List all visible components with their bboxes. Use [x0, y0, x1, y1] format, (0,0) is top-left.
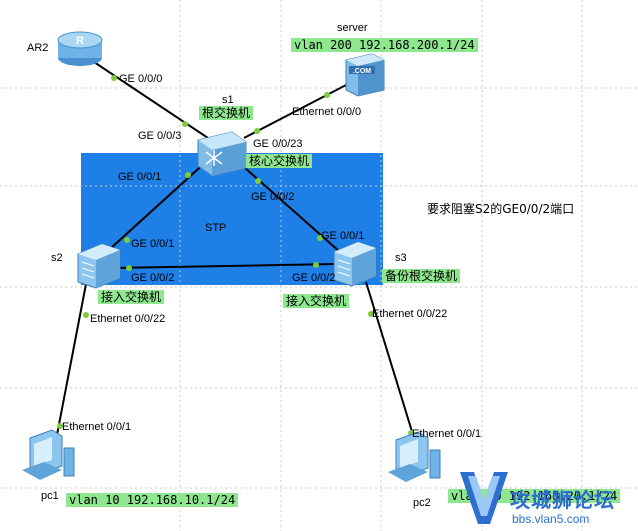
port-dot: [324, 92, 330, 98]
port-dot: [185, 172, 191, 178]
link-ar2-s1: [87, 57, 209, 139]
pc-icon[interactable]: [388, 431, 441, 482]
server-name: server: [337, 22, 368, 34]
port-label: GE 0/0/3: [138, 130, 182, 142]
s1-role-label: 根交换机: [199, 106, 254, 120]
port-dot: [254, 128, 260, 134]
port-label: GE 0/0/23: [253, 138, 303, 150]
port-label: Ethernet 0/0/1: [412, 428, 482, 440]
link-server-s1: [243, 83, 349, 139]
s3-role2-label: 备份根交换机: [382, 269, 461, 283]
pc2-name: pc2: [413, 497, 431, 509]
port-label: GE 0/0/1: [131, 238, 175, 250]
port-label: Ethernet 0/0/1: [62, 421, 132, 433]
port-dot: [255, 178, 261, 184]
port-label: Ethernet 0/0/22: [90, 313, 166, 325]
port-label: GE 0/0/2: [131, 272, 175, 284]
port-dot: [126, 265, 132, 271]
port-dot: [313, 262, 319, 268]
port-label: GE 0/0/2: [251, 191, 295, 203]
port-dot: [317, 235, 323, 241]
port-dot: [124, 237, 130, 243]
port-label: GE 0/0/2: [292, 272, 336, 284]
requirement-note: 要求阻塞S2的GE0/0/2端口: [427, 202, 575, 216]
s1-role2-label: 核心交换机: [246, 154, 313, 168]
forum-url: bbs.vlan5.com: [512, 512, 590, 526]
s2-name: s2: [51, 252, 63, 264]
port-label: GE 0/0/1: [321, 230, 365, 242]
port-dot: [83, 312, 89, 318]
server-badge-text: .COM: [353, 68, 371, 75]
forum-watermark: 攻城狮论坛 bbs.vlan5.com: [454, 464, 638, 531]
link-s2-s3: [111, 263, 337, 269]
port-label: GE 0/0/0: [119, 73, 163, 85]
forum-title: 攻城狮论坛: [510, 488, 615, 512]
port-indicators: [57, 75, 414, 436]
s3-role-label: 接入交换机: [283, 294, 350, 308]
pc-icon[interactable]: [22, 429, 75, 480]
svg-text:R: R: [76, 35, 84, 47]
router-name: AR2: [27, 42, 49, 54]
link-s3-pc2: [365, 281, 415, 439]
server-vlan-label: vlan 200 192.168.200.1/24: [291, 38, 478, 52]
core-switch-icon[interactable]: [197, 131, 247, 177]
port-label: Ethernet 0/0/22: [372, 308, 448, 320]
port-dot: [57, 423, 63, 429]
s3-name: s3: [395, 252, 407, 264]
backup-switch-icon[interactable]: [333, 241, 377, 287]
forum-logo-icon: [460, 472, 508, 524]
pc1-name: pc1: [41, 490, 59, 502]
s2-role-label: 接入交换机: [98, 290, 165, 304]
server-icon[interactable]: .COM: [345, 53, 385, 97]
s1-name: s1: [222, 94, 234, 106]
link-s2-pc1: [55, 283, 87, 441]
stp-domain-area: [81, 153, 383, 285]
pc1-vlan-label: vlan 10 192.168.10.1/24: [66, 493, 239, 507]
access-switch-icon[interactable]: [77, 243, 121, 289]
stp-label: STP: [205, 222, 227, 234]
port-label: Ethernet 0/0/0: [292, 106, 362, 118]
port-dot: [368, 311, 374, 317]
port-dot: [182, 121, 188, 127]
router-icon[interactable]: R: [57, 31, 103, 66]
port-dot: [111, 75, 117, 81]
port-label: GE 0/0/1: [118, 171, 162, 183]
